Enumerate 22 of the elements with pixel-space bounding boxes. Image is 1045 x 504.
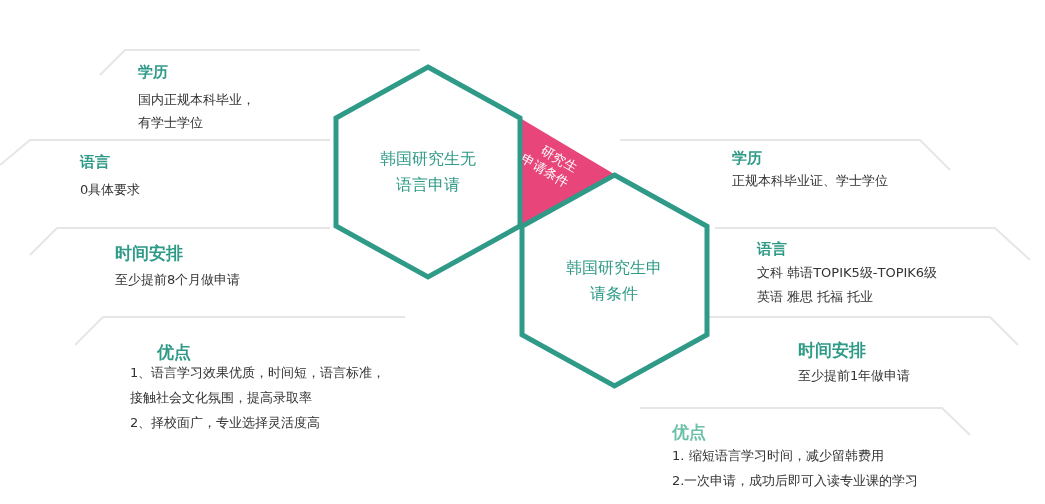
section-text: 英语 雅思 托福 托业 [757, 288, 874, 306]
section-heading: 时间安排 [115, 242, 183, 265]
section-text: 至少提前1年做申请 [798, 367, 911, 385]
tag-label: 研究生申请条件 [518, 141, 580, 192]
section-heading: 优点 [672, 421, 706, 444]
hexagon-label: 韩国研究生无语言申请 [379, 148, 477, 196]
section-text: 至少提前8个月做申请 [115, 271, 241, 289]
section-text: 文科 韩语TOPIK5级-TOPIK6级 [757, 264, 938, 282]
section-heading: 学历 [732, 148, 762, 169]
section-heading: 语言 [80, 152, 110, 173]
list-item: 2、择校面广，专业选择灵活度高 [130, 414, 322, 432]
list-item: 2.一次申请，成功后即可入读专业课的学习 [672, 472, 920, 490]
section-text: 国内正规本科毕业，有学士学位 [138, 91, 256, 132]
section-heading: 优点 [157, 341, 191, 364]
list-item: 1. 缩短语言学习时间，减少留韩费用 [672, 447, 885, 465]
section-heading: 语言 [757, 239, 787, 260]
section-heading: 时间安排 [798, 339, 866, 362]
list-item: 1、语言学习效果优质，时间短，语言标准，接触社会文化氛围，提高录取率 [130, 364, 387, 407]
section-heading: 学历 [138, 62, 168, 83]
section-text: 正规本科毕业证、学士学位 [732, 172, 888, 190]
section-text: 0具体要求 [80, 181, 141, 199]
hexagon-label: 韩国研究生申请条件 [565, 257, 663, 305]
